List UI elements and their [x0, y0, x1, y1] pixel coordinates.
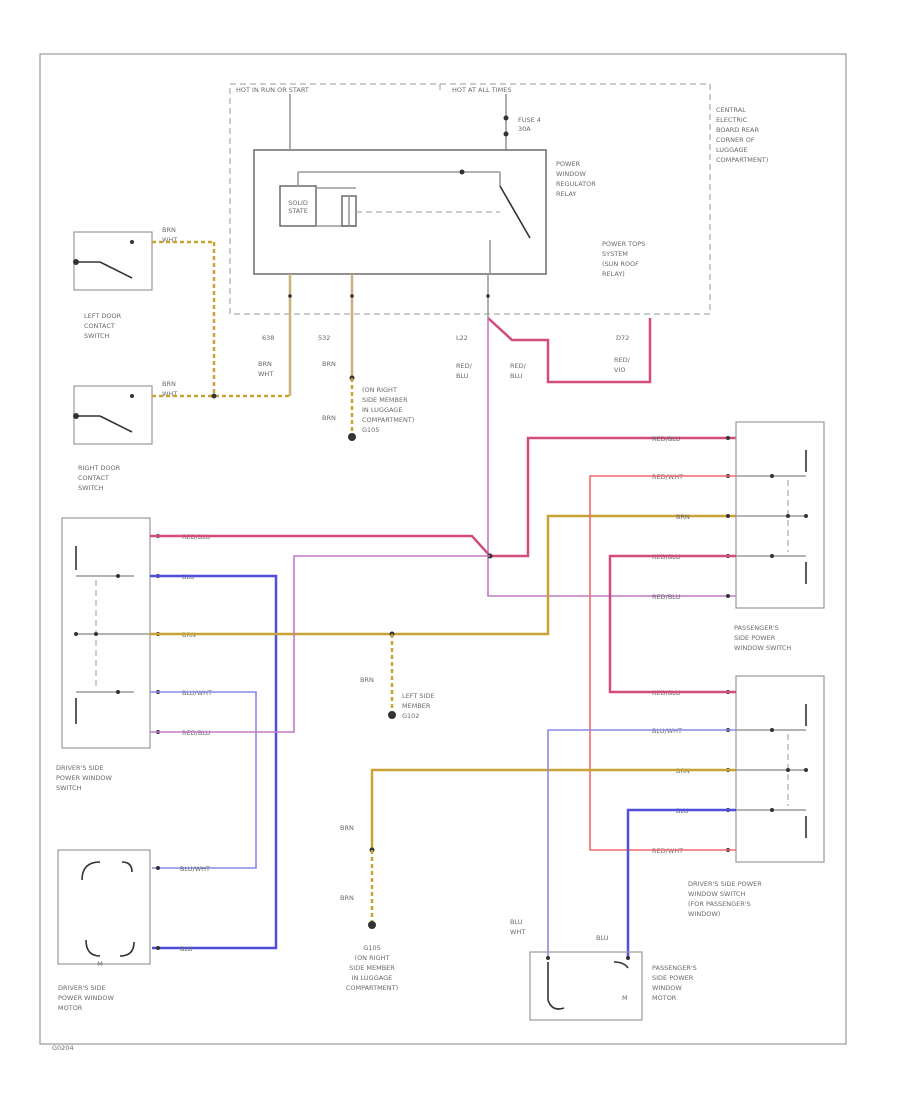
ground-g105-upper	[348, 433, 356, 441]
cem-label: CENTRAL ELECTRIC BOARD REAR CORNER OF LU…	[716, 106, 768, 164]
svg-text:BLU: BLU	[596, 934, 609, 942]
hot-all-label: HOT AT ALL TIMES	[452, 86, 512, 94]
diagram-border	[39, 53, 847, 1045]
svg-text:BRN: BRN	[340, 894, 354, 902]
passengers-side-power-window-motor	[529, 951, 643, 1021]
svg-text:L22: L22	[456, 334, 468, 342]
svg-text:M: M	[97, 960, 103, 968]
svg-text:RED/VIO: RED/VIO	[614, 356, 631, 374]
svg-text:M: M	[622, 994, 628, 1002]
passengers-side-power-window-switch	[735, 421, 825, 609]
svg-text:RED/BLU: RED/BLU	[510, 362, 527, 380]
svg-text:RED/BLU: RED/BLU	[456, 362, 473, 380]
drivers-side-power-window-motor	[57, 849, 151, 965]
svg-text:RED/BLU: RED/BLU	[652, 593, 681, 601]
svg-text:532: 532	[318, 334, 330, 342]
ground-g105-lower	[368, 921, 376, 929]
svg-text:BRN: BRN	[340, 824, 354, 832]
left-door-contact-switch	[73, 231, 153, 291]
svg-text:RED/WHT: RED/WHT	[652, 847, 683, 855]
svg-text:BRN: BRN	[676, 513, 690, 521]
svg-text:D72: D72	[616, 334, 629, 342]
svg-text:RED/WHT: RED/WHT	[652, 473, 683, 481]
hot-run-label: HOT IN RUN OR START	[236, 86, 309, 94]
svg-text:BRN: BRN	[360, 676, 374, 684]
drivers-side-switch-for-passenger	[735, 675, 825, 863]
footer-code: G0204	[52, 1044, 74, 1052]
ground-g102	[388, 711, 396, 719]
svg-text:BLU: BLU	[180, 945, 193, 953]
central-electric-box	[229, 83, 711, 315]
right-door-contact-switch	[73, 385, 153, 445]
svg-text:638: 638	[262, 334, 274, 342]
svg-text:BLU/WHT: BLU/WHT	[652, 727, 682, 735]
svg-text:BLU/WHT: BLU/WHT	[182, 689, 212, 697]
svg-text:BRN: BRN	[322, 360, 336, 368]
svg-text:BRN: BRN	[322, 414, 336, 422]
svg-text:RED/BLU: RED/BLU	[182, 729, 211, 737]
svg-text:BLU/WHT: BLU/WHT	[180, 865, 210, 873]
svg-text:RED/BLU: RED/BLU	[652, 435, 681, 443]
relay-box	[253, 149, 547, 275]
